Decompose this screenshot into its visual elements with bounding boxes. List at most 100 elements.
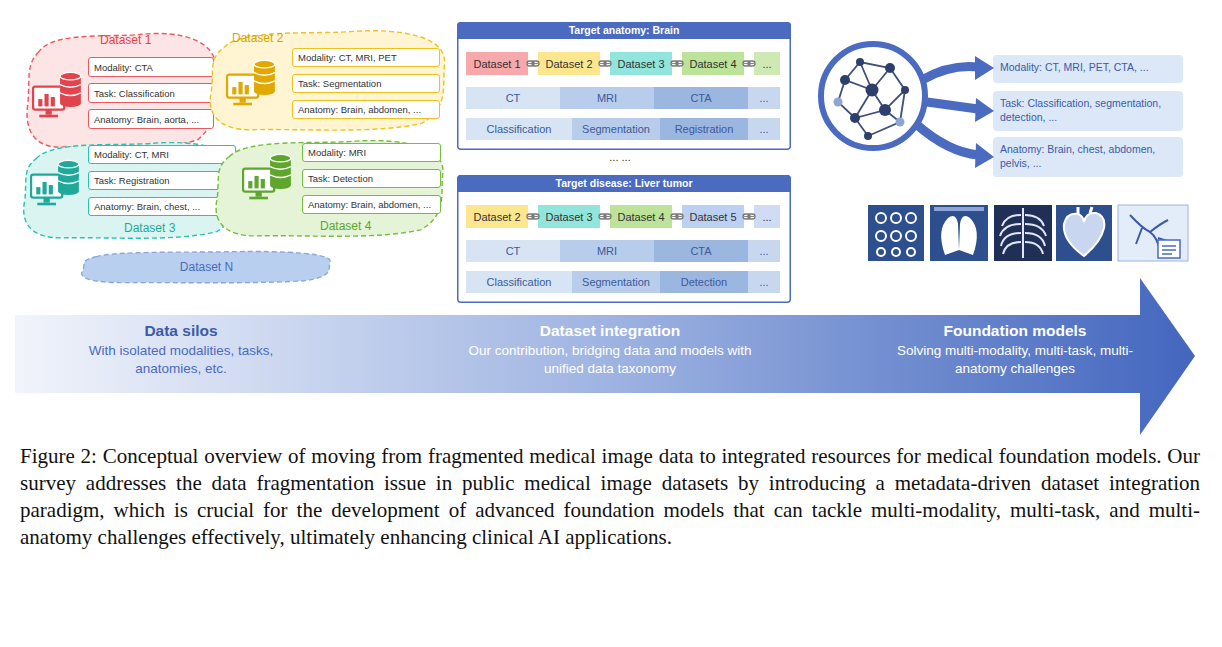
- panel-header: Target disease: Liver tumor: [457, 175, 791, 192]
- cell-text: Registration: [675, 123, 734, 135]
- modality-icons: [1078, 207, 1092, 214]
- link-line: [600, 63, 610, 64]
- dataset-cell: Dataset 1: [466, 52, 528, 75]
- dataset-cell: Dataset 5: [682, 205, 744, 228]
- cell-text: CTA: [690, 92, 711, 104]
- cell-text: ...: [759, 92, 768, 104]
- modality-icons: [941, 216, 977, 255]
- link-ring: [527, 61, 534, 66]
- task-cell: ...: [748, 271, 780, 293]
- network-icon: [840, 75, 850, 85]
- link-ring: [748, 214, 755, 219]
- cell-text: ...: [759, 245, 768, 257]
- field-text: Modality: CT, MRI: [94, 149, 169, 160]
- silo-label: Dataset 2: [232, 31, 283, 45]
- modality-cell: ...: [748, 87, 780, 109]
- fanout-arrow: [975, 98, 994, 122]
- network-icon: [901, 86, 909, 94]
- field-text: Modality: CT, MRI, PET: [298, 52, 397, 63]
- metadata-field: Anatomy: Brain, aorta, ...: [88, 109, 214, 129]
- link-ring: [604, 61, 611, 66]
- cell-text: Dataset 1: [473, 58, 520, 70]
- cell-text: ...: [759, 123, 768, 135]
- network-icon: [838, 62, 905, 136]
- modality-icons: [1025, 215, 1046, 254]
- task-cell: Registration: [660, 118, 748, 140]
- network-icon: [864, 132, 872, 140]
- modality-icons: [1064, 213, 1105, 256]
- link-ring: [671, 61, 678, 66]
- task-cell: Classification: [466, 118, 572, 140]
- field-text: Task: Detection: [308, 173, 373, 184]
- network-icon: [821, 44, 925, 148]
- network-icon: [866, 84, 879, 97]
- dataset-cell: Dataset 3: [538, 205, 600, 228]
- silo-shape: [24, 143, 238, 239]
- taxonomy-text: Anatomy: Brain, chest, abdomen, pelvis, …: [1000, 142, 1176, 170]
- taxonomy-box: Anatomy: Brain, chest, abdomen, pelvis, …: [993, 137, 1183, 177]
- panel-header: Target anatomy: Brain: [457, 22, 791, 39]
- metadata-field: Task: Classification: [88, 83, 214, 103]
- metadata-field: Task: Detection: [302, 169, 441, 188]
- link-line: [672, 63, 682, 64]
- network-icon: [896, 118, 905, 127]
- progress-arrow: Data silosWith isolated modalities, task…: [15, 278, 1195, 435]
- silo-label-wrap: Dataset N: [75, 250, 338, 284]
- field-text: Anatomy: Brain, abdomen, ...: [308, 199, 431, 210]
- link-ring: [599, 214, 606, 219]
- link-ring: [599, 61, 606, 66]
- metadata-field: Task: Registration: [88, 171, 236, 190]
- modality-icons: [1022, 208, 1024, 258]
- fanout-arrow: [916, 124, 978, 155]
- modality-icons: [1000, 208, 1046, 258]
- task-cell: Segmentation: [572, 118, 660, 140]
- modality-icons: [930, 205, 988, 261]
- task-cell: Classification: [466, 271, 572, 293]
- modality-icons: [1162, 246, 1176, 254]
- dataset-cell: Dataset 4: [610, 205, 672, 228]
- cell-text: Dataset 2: [545, 58, 592, 70]
- link-ring: [527, 214, 534, 219]
- link-ring: [748, 61, 755, 66]
- silo-shape: [82, 251, 331, 282]
- silo-label: Dataset 4: [320, 219, 371, 233]
- modality-icons: [1158, 240, 1180, 258]
- integration-panel: Target anatomy: BrainDataset 1Dataset 2D…: [457, 22, 791, 150]
- dataset-icon: [31, 160, 79, 205]
- link-ring: [532, 61, 539, 66]
- silo-label: Dataset N: [180, 260, 233, 274]
- cell-text: Segmentation: [582, 276, 650, 288]
- cell-text: CTA: [690, 245, 711, 257]
- chain-link-connector: [527, 61, 539, 66]
- link-line: [744, 216, 754, 217]
- modality-icons: [892, 248, 900, 256]
- chain-link-connector: [599, 61, 611, 66]
- modality-cell: MRI: [560, 87, 654, 109]
- network-icon: [834, 98, 843, 107]
- dataset-icon: [33, 72, 81, 117]
- dataset-silo: Dataset 4Modality: MRITask: DetectionAna…: [210, 136, 450, 240]
- network-icon: [840, 58, 909, 140]
- modality-icons: [876, 231, 886, 241]
- stage-title: Data silos: [71, 322, 291, 340]
- chain-link-connector: [743, 214, 755, 219]
- metadata-field: Modality: CT, MRI: [88, 145, 236, 164]
- arrow-body: [15, 278, 1195, 435]
- modality-icons: [1056, 205, 1112, 261]
- modality-icons: [868, 205, 1188, 261]
- field-text: Anatomy: Brain, chest, ...: [94, 201, 200, 212]
- silo-shape: [210, 31, 444, 130]
- dataset-icon: [31, 60, 291, 205]
- field-text: Modality: CTA: [94, 62, 153, 73]
- link-ring: [743, 61, 750, 66]
- fanout-arrow: [916, 56, 994, 168]
- dataset-cell: ...: [754, 52, 780, 75]
- field-text: Task: Classification: [94, 88, 175, 99]
- link-line: [528, 63, 538, 64]
- figure-caption: Figure 2: Conceptual overview of moving …: [20, 443, 1200, 551]
- network-icon: [856, 58, 864, 66]
- cell-text: MRI: [597, 92, 617, 104]
- dataset-silo: Dataset N: [75, 250, 338, 284]
- stage-title: Dataset integration: [480, 322, 740, 340]
- task-cell: Detection: [660, 271, 748, 293]
